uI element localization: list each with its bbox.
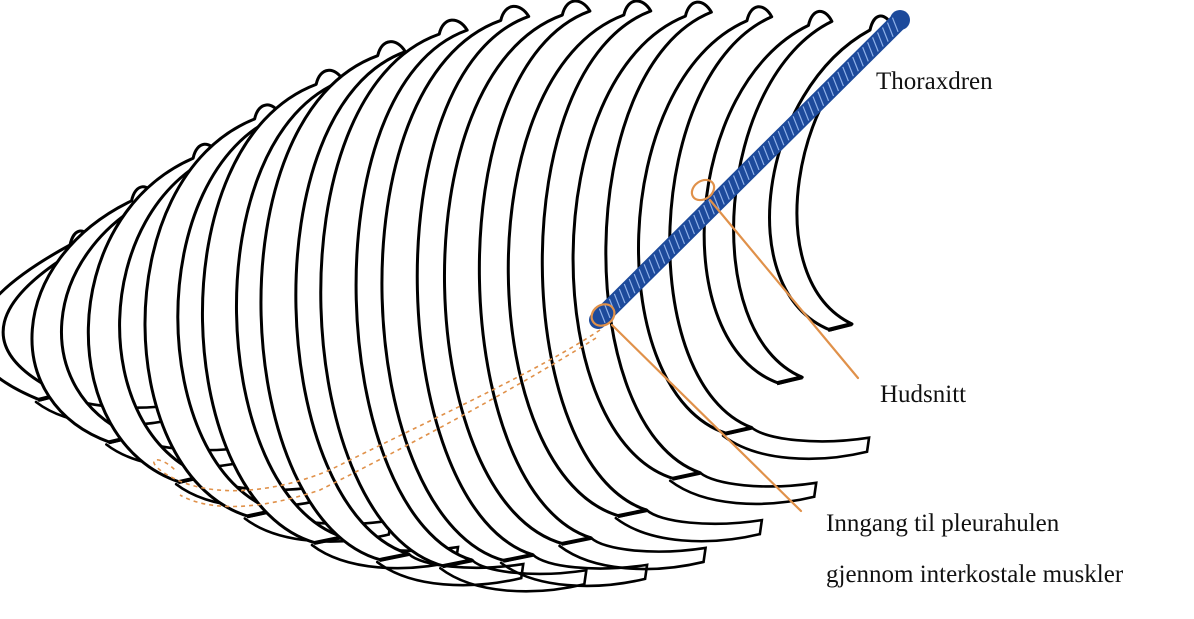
label-pleural-entry-line-2: gjennom interkostale muskler <box>826 562 1123 587</box>
costal-cartilage-10 <box>616 510 762 541</box>
rib-14 <box>770 16 892 330</box>
label-chest-drain: Thoraxdren <box>876 69 993 94</box>
costal-cartilage-11 <box>670 473 816 504</box>
costal-cartilage-9 <box>560 538 706 569</box>
label-pleural-entry-line-1: Inngang til pleurahulen <box>826 511 1059 536</box>
costal-cartilage-12 <box>723 428 869 459</box>
rib-cage <box>0 1 892 591</box>
label-skin-incision: Hudsnitt <box>880 382 966 407</box>
